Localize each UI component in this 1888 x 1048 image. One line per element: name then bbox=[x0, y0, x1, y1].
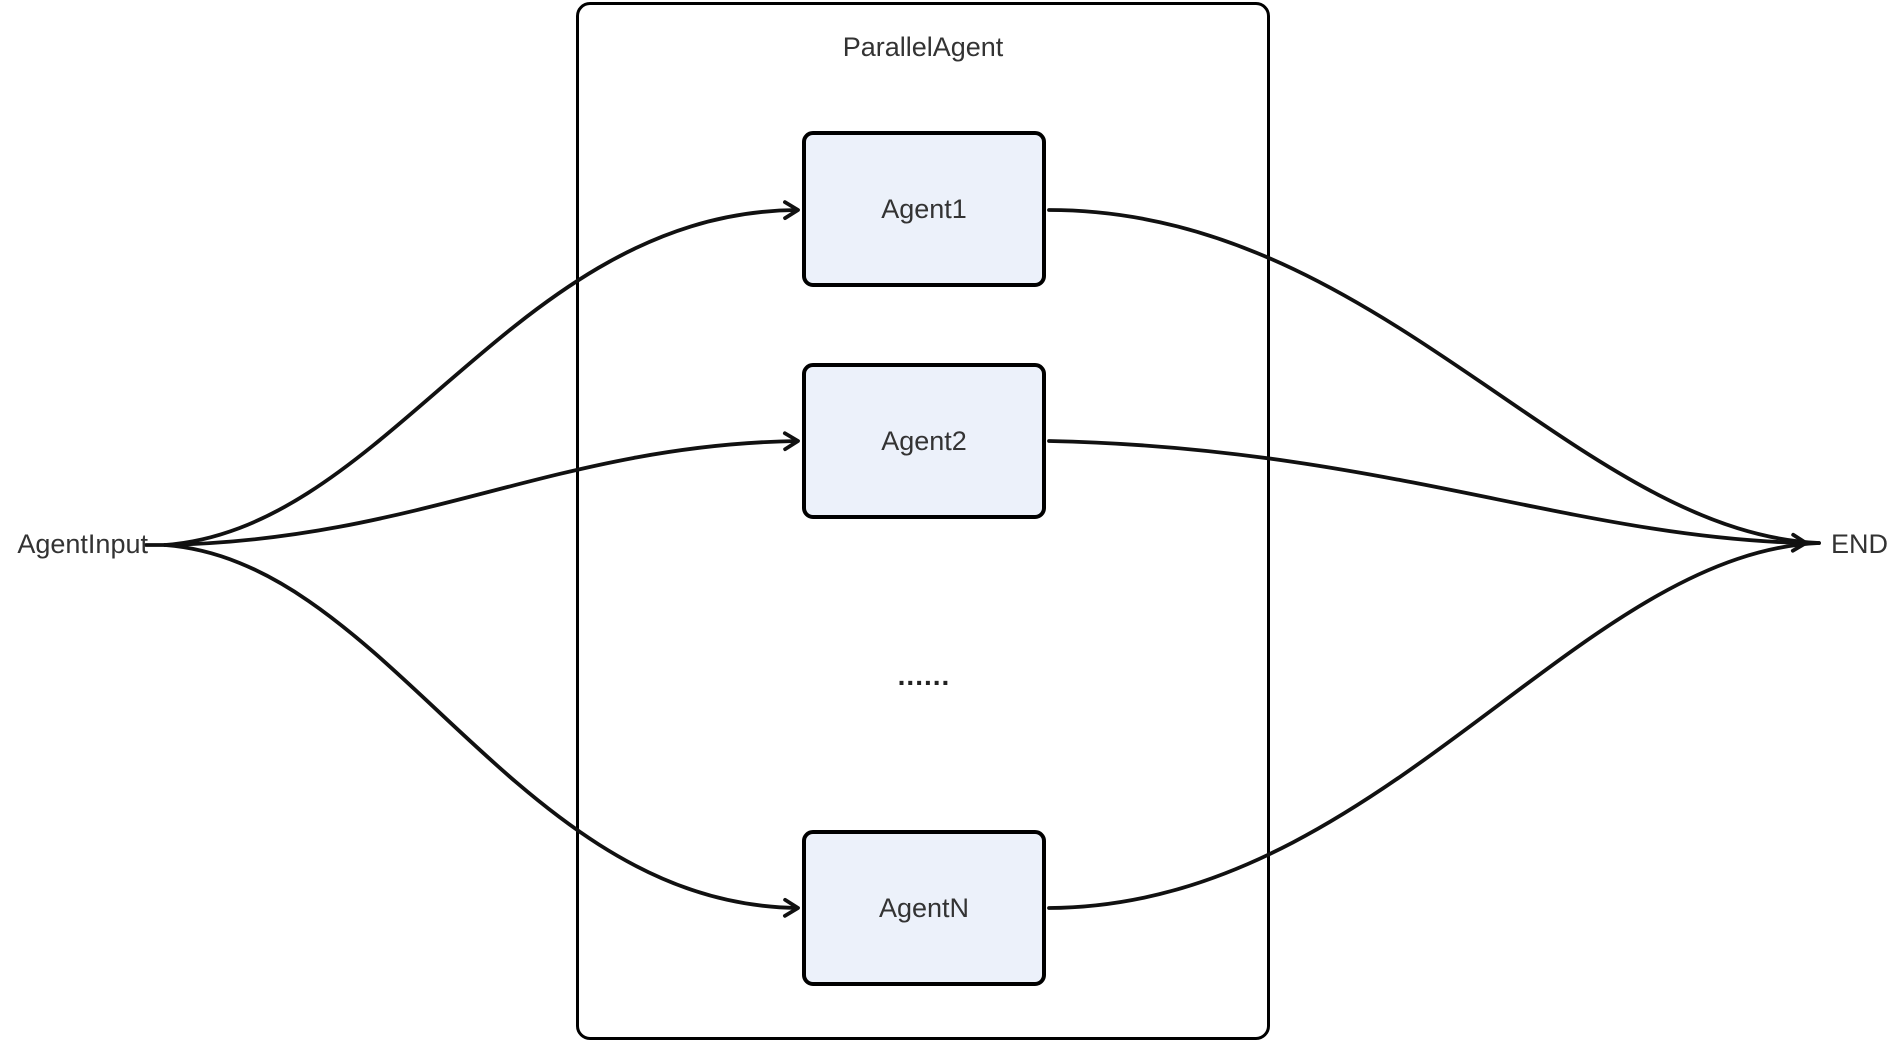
edge-agentn-to-end bbox=[1047, 541, 1821, 910]
edge-input-to-agent2 bbox=[163, 431, 800, 547]
more-agents-ellipsis: ...... bbox=[897, 660, 951, 691]
node-agentn-label: AgentN bbox=[878, 892, 970, 923]
edge-input-to-agentn bbox=[163, 543, 800, 918]
node-agent1: Agent1 bbox=[802, 131, 1046, 287]
node-agent1-label: Agent1 bbox=[881, 193, 967, 224]
node-agent2-label: Agent2 bbox=[881, 425, 967, 456]
edge-agent2-to-end bbox=[1047, 439, 1808, 553]
parallel-agent-group-label: ParallelAgent bbox=[842, 32, 1004, 62]
node-agentn: AgentN bbox=[802, 830, 1046, 986]
end-label: END bbox=[1831, 529, 1888, 559]
agent-input-label: AgentInput bbox=[17, 529, 148, 559]
parallel-agent-group-box bbox=[576, 2, 1270, 1040]
edge-agent1-to-end bbox=[1047, 208, 1821, 545]
edge-input-to-agent1 bbox=[163, 200, 800, 547]
node-agent2: Agent2 bbox=[802, 363, 1046, 519]
